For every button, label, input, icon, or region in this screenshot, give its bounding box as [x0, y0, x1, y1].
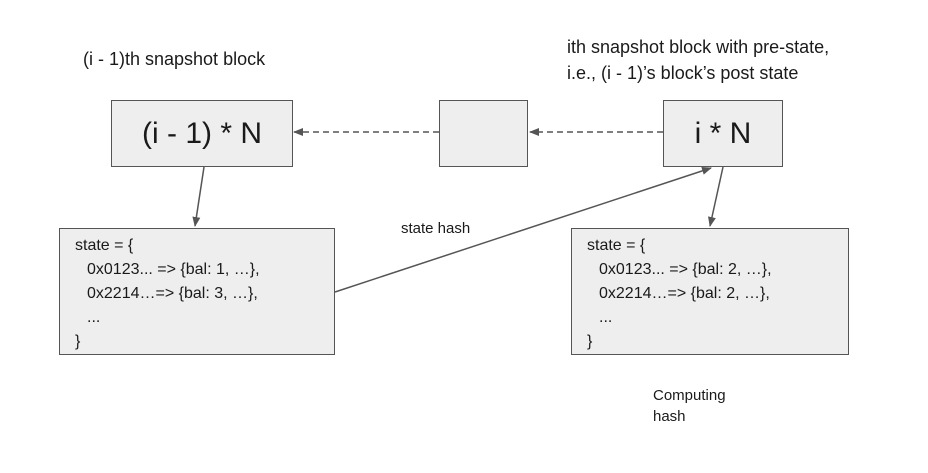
state-line: 0x2214…=> {bal: 2, …},: [599, 285, 770, 302]
state-line: }: [75, 333, 81, 350]
state-line: 0x0123... => {bal: 1, …},: [87, 261, 260, 278]
state-hash-label: state hash: [401, 220, 471, 237]
state-line: 0x0123... => {bal: 2, …},: [599, 261, 772, 278]
arrow-curr-block-to-state: [708, 166, 724, 227]
state-line: state = {: [75, 237, 134, 254]
state-line: ...: [599, 309, 613, 326]
prev-block-label: (i - 1) * N: [142, 116, 262, 150]
computing-hash-line2: hash: [653, 408, 686, 425]
prev-state-box: state = { 0x0123... => {bal: 1, …}, 0x22…: [59, 228, 335, 355]
prev-snapshot-block: (i - 1) * N: [111, 100, 293, 167]
curr-block-label: i * N: [694, 116, 752, 150]
curr-block-caption-line1: ith snapshot block with pre-state,: [567, 37, 830, 57]
state-hash-arrow: [334, 167, 712, 293]
intermediate-block: [439, 100, 528, 167]
prev-block-caption: (i - 1)th snapshot block: [83, 49, 266, 69]
state-line: state = {: [587, 237, 646, 254]
curr-block-caption-line2: i.e., (i - 1)’s block’s post state: [567, 63, 799, 83]
state-line: ...: [87, 309, 101, 326]
computing-hash-line1: Computing: [653, 387, 726, 404]
arrow-prev-block-to-state: [192, 166, 205, 227]
curr-state-box: state = { 0x0123... => {bal: 2, …}, 0x22…: [571, 228, 849, 355]
curr-snapshot-block: i * N: [663, 100, 783, 167]
state-line: 0x2214…=> {bal: 3, …},: [87, 285, 258, 302]
state-line: }: [587, 333, 593, 350]
